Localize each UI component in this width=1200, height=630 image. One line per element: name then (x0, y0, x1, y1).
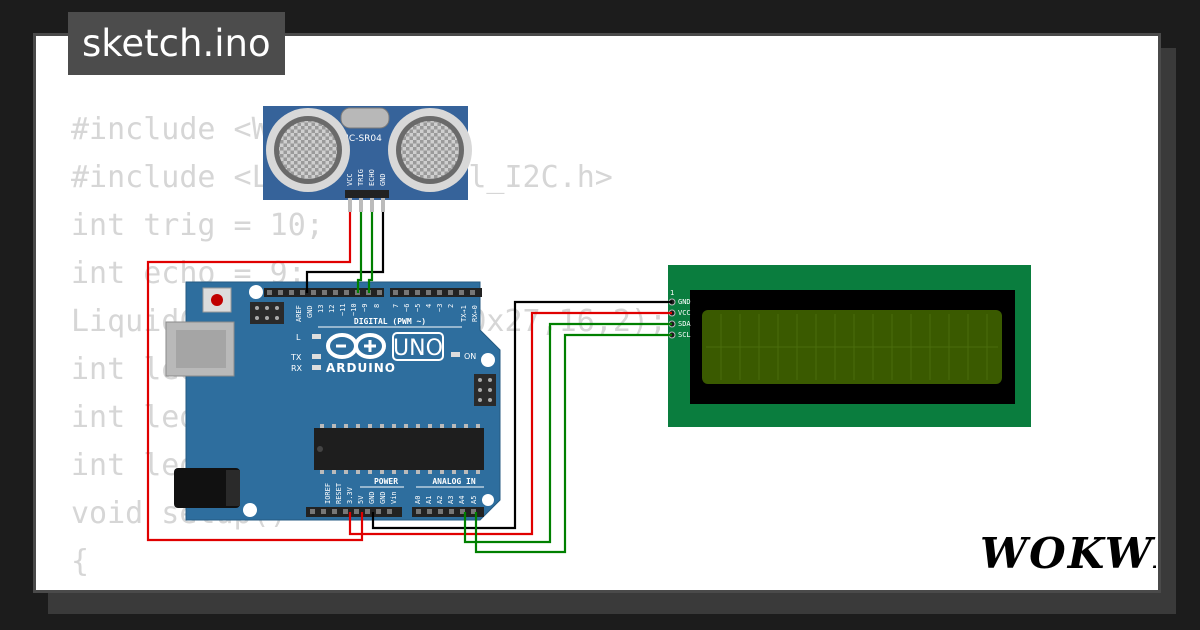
pin-label: 7 (392, 304, 400, 308)
icsp-header-right (474, 374, 496, 406)
wire-trig (356, 212, 363, 293)
pin-label: GND (379, 173, 387, 186)
power-header-label: POWER (374, 477, 398, 486)
wire-lcd-gnd (371, 300, 672, 530)
wokwi-logo: WOKWI (980, 529, 1156, 578)
pin-label: 13 (317, 305, 325, 313)
pin-label: RESET (335, 482, 343, 504)
digital-pin-labels: AREF GND 13 12 ~11 ~10 ~9 8 7 ~6 ~5 4 ~3… (295, 303, 479, 322)
pin-label: 4 (425, 304, 433, 308)
analog-header (412, 507, 484, 517)
pin-label: ~6 (403, 304, 411, 312)
sensor-model: HC-SR04 (342, 134, 382, 144)
pin-label: ~3 (436, 304, 444, 312)
led-label: RX (291, 364, 303, 373)
pin-label: VCC (346, 173, 354, 186)
led-label: L (296, 333, 301, 342)
mounting-hole (243, 503, 257, 517)
board-model: UNO (393, 336, 443, 361)
pin-label: GND (368, 491, 376, 504)
pin-label: RX←0 (471, 305, 479, 322)
pin-label: A2 (436, 496, 444, 504)
wire-sda (463, 322, 672, 544)
pin-label: GND (379, 491, 387, 504)
pin-label: A4 (458, 496, 466, 504)
hc-sr04-sensor[interactable]: HC-SR04 VCC TRIG ECHO GND (263, 106, 472, 212)
pin-label: 8 (373, 304, 381, 308)
pin-label: A1 (425, 496, 433, 504)
wire-scl (474, 333, 672, 554)
pin-label: A0 (414, 496, 422, 504)
sensor-pin-headers (345, 190, 389, 212)
pin-label: 2 (447, 304, 455, 308)
code-line: int trig = 10; (71, 208, 324, 243)
digital-header-right (390, 288, 482, 297)
pin-label: 5V (357, 495, 365, 504)
pin-label: TRIG (357, 169, 365, 186)
wokwi-logo-text: WOKWI (980, 529, 1156, 578)
pin-label: AREF (295, 305, 303, 322)
mounting-hole (481, 353, 495, 367)
pin-label: Vin (390, 491, 398, 504)
digital-header-label: DIGITAL (PWM ~) (354, 317, 426, 326)
board-brand: ARDUINO (326, 361, 396, 375)
microcontroller-chip (314, 428, 484, 470)
pin-label: ~11 (339, 303, 347, 316)
code-line: { (71, 544, 90, 579)
arduino-logo-icon (326, 333, 386, 359)
crystal (340, 107, 390, 129)
pin-label: IOREF (324, 483, 332, 504)
pin-label: 12 (328, 305, 336, 313)
lcd-pin1-label: 1 (670, 289, 674, 297)
wire-echo (367, 212, 374, 293)
wire-lcd-vcc (348, 311, 672, 536)
mounting-hole (482, 494, 494, 506)
analog-header-label: ANALOG IN (432, 477, 476, 486)
lcd-pin-label: GND (678, 298, 691, 306)
wire-vcc (146, 212, 364, 542)
pin-label: ~9 (361, 304, 369, 312)
icsp-header (250, 302, 284, 324)
pin-label: ECHO (368, 169, 376, 186)
mounting-hole (249, 285, 263, 299)
board-leds: L TX RX ON (290, 333, 476, 373)
lcd-pin-label: VCC (678, 309, 691, 317)
pin-label: ~10 (350, 303, 358, 316)
pin-label: A5 (470, 496, 478, 504)
wires (146, 212, 672, 554)
pin-label: TX→1 (460, 305, 468, 322)
power-jack (174, 468, 240, 508)
filename-tab[interactable]: sketch.ino (68, 12, 285, 75)
arduino-uno-board[interactable]: AREF GND 13 12 ~11 ~10 ~9 8 7 ~6 ~5 4 ~3… (165, 281, 501, 521)
pin-label: 3.3V (346, 486, 354, 504)
power-pin-labels: IOREF RESET 3.3V 5V GND GND Vin (324, 482, 398, 504)
lcd-pin-label: SDA (678, 320, 691, 328)
lcd-module[interactable]: 1 GND VCC SDA SCL (668, 265, 1031, 427)
led-label: ON (464, 352, 476, 361)
lcd-pin-label: SCL (678, 331, 691, 339)
pin-label: ~5 (414, 304, 422, 312)
pin-label: A3 (447, 496, 455, 504)
pin-label: GND (306, 305, 314, 318)
led-label: TX (290, 353, 302, 362)
analog-pin-labels: A0 A1 A2 A3 A4 A5 (414, 496, 478, 504)
sensor-pin-labels: VCC TRIG ECHO GND (346, 169, 387, 186)
lcd-character-grid (706, 314, 998, 380)
wire-sensor-gnd (305, 212, 385, 293)
